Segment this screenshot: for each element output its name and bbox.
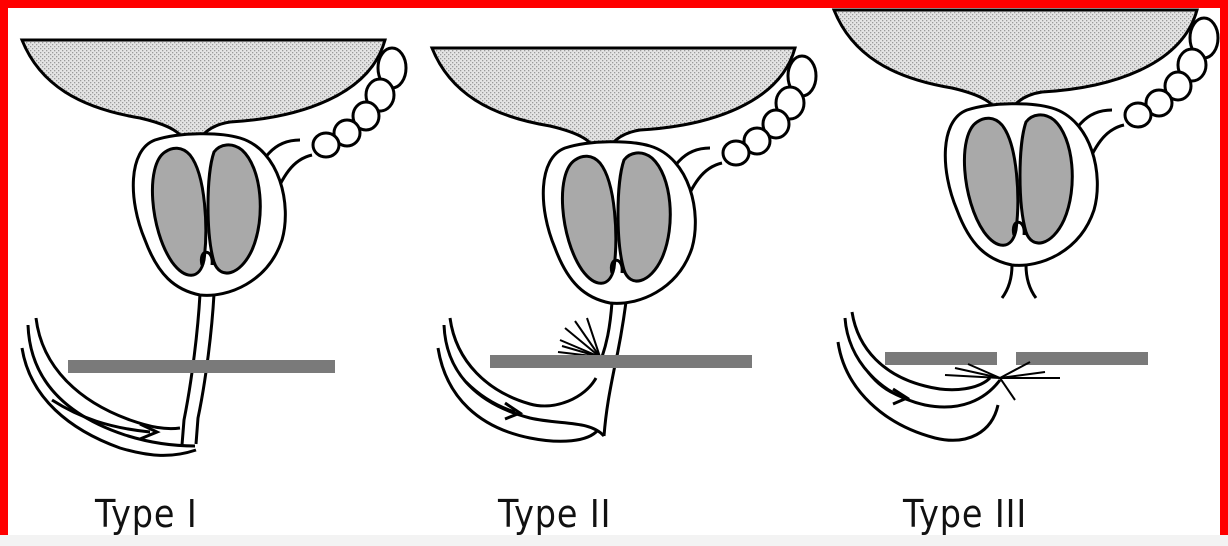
rupture-marks bbox=[945, 362, 1060, 400]
panel-type-3 bbox=[834, 10, 1218, 440]
label-type-3: Type III bbox=[903, 492, 1027, 536]
label-type-2: Type II bbox=[498, 492, 611, 536]
urogenital-diaphragm-left bbox=[885, 352, 997, 365]
urogenital-diaphragm bbox=[68, 360, 335, 373]
panel-type-1 bbox=[22, 40, 406, 455]
label-type-1: Type I bbox=[95, 492, 198, 536]
extravasation-marks bbox=[558, 318, 600, 357]
urogenital-diaphragm-right bbox=[1016, 352, 1148, 365]
panel-type-2 bbox=[432, 48, 816, 441]
urogenital-diaphragm bbox=[490, 355, 752, 368]
